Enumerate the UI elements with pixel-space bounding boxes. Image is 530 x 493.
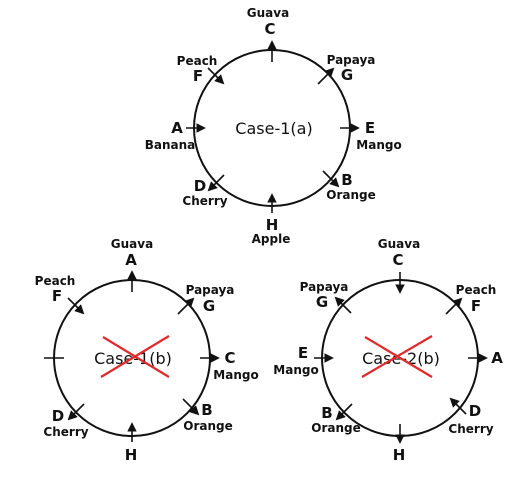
seat-arrow [449, 397, 467, 415]
seat-arrow [207, 174, 225, 192]
seat-fruit: Peach [456, 283, 497, 297]
seat-letter: G [203, 297, 215, 315]
seat-letter: D [469, 402, 481, 420]
seat-fruit: Mango [213, 368, 258, 382]
seat-fruit: Guava [111, 237, 153, 251]
diagram-case-2b: Case-2(b) Guava C Peach F A D Cherry H B… [273, 237, 503, 464]
seat-arrow [317, 67, 335, 85]
seat-arrow [177, 297, 195, 315]
seat-fruit: Papaya [186, 283, 235, 297]
seat-arrow [67, 403, 85, 421]
seat-fruit: Cherry [43, 425, 88, 439]
seat-letter: C [224, 349, 235, 367]
seat-fruit: Peach [177, 54, 218, 68]
cross-mark [361, 335, 433, 378]
seat-letter: G [316, 293, 328, 311]
seat-letter: A [171, 119, 183, 137]
seat-fruit: Mango [273, 363, 318, 377]
seat-fruit: Banana [145, 138, 196, 152]
case-label: Case-1(a) [235, 119, 312, 138]
seat-arrow [182, 398, 200, 416]
seat-fruit: Orange [183, 419, 233, 433]
seat-letter: A [491, 349, 503, 367]
seat-arrow [207, 67, 225, 85]
diagram-case-1b: Case-1(b) Guava A Papaya G C Mango B Ora… [35, 237, 259, 464]
seat-letter: H [125, 446, 138, 464]
seat-arrow [445, 297, 463, 315]
seat-fruit: Guava [378, 237, 420, 251]
seat-fruit: Peach [35, 274, 76, 288]
seat-fruit: Cherry [182, 194, 227, 208]
seat-letter: H [393, 446, 406, 464]
seat-fruit: Guava [247, 6, 289, 20]
seat-letter: B [341, 171, 352, 189]
cross-mark [100, 335, 170, 378]
seat-fruit: Mango [356, 138, 401, 152]
seat-letter: G [341, 66, 353, 84]
seat-letter: A [125, 251, 137, 269]
seat-letter: C [264, 20, 275, 38]
seat-fruit: Apple [252, 232, 291, 246]
seat-letter: E [365, 119, 375, 137]
seat-letter: D [194, 177, 206, 195]
seat-letter: D [52, 407, 64, 425]
seat-fruit: Orange [326, 188, 376, 202]
seat-arrow [322, 170, 340, 188]
seat-letter: H [266, 216, 279, 234]
seat-letter: C [392, 251, 403, 269]
seat-arrow [67, 297, 85, 315]
seat-letter: F [52, 287, 62, 305]
seat-letter: E [298, 344, 308, 362]
seat-letter: B [321, 404, 332, 422]
diagram-case-1a: Case-1(a) Guava C Papaya G E Mango B Ora… [145, 6, 402, 246]
seat-arrow [335, 403, 353, 421]
seat-letter: B [201, 401, 212, 419]
seat-arrow [334, 296, 352, 314]
seat-fruit: Papaya [327, 53, 376, 67]
seat-letter: F [193, 67, 203, 85]
seat-letter: F [471, 297, 481, 315]
seat-fruit: Orange [311, 421, 361, 435]
seat-fruit: Cherry [448, 422, 493, 436]
seat-fruit: Papaya [300, 280, 349, 294]
